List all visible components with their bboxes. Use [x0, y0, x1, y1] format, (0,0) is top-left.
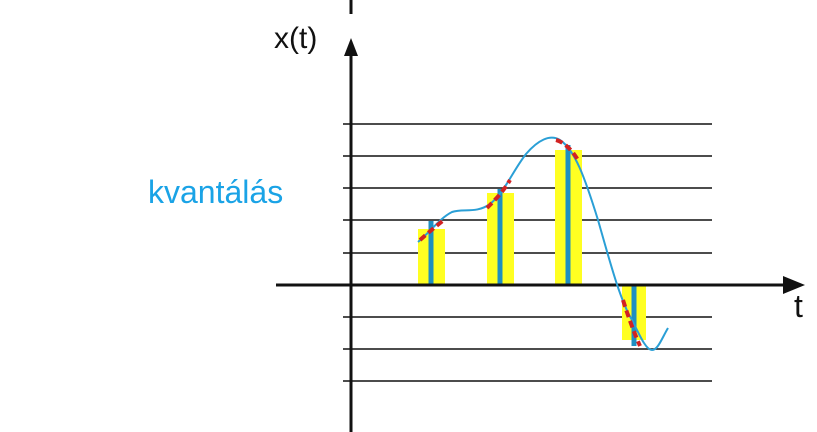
y-axis-label: x(t): [274, 22, 318, 55]
quantization-title: kvantálás: [148, 174, 284, 210]
error-segment: [555, 138, 580, 162]
quantization-levels: [343, 123, 712, 382]
sample-stems: [428, 145, 637, 346]
error-segment: [418, 218, 446, 242]
error-segment: [485, 178, 512, 210]
axes: [276, 0, 805, 432]
error-segment: [621, 299, 642, 347]
quantized-bars: [418, 150, 646, 340]
x-axis-arrowhead: [783, 276, 805, 294]
x-axis-label: t: [794, 288, 803, 324]
signal-curve: [417, 136, 669, 352]
quantization-errors: [418, 138, 642, 347]
y-axis-arrowhead: [344, 38, 358, 56]
